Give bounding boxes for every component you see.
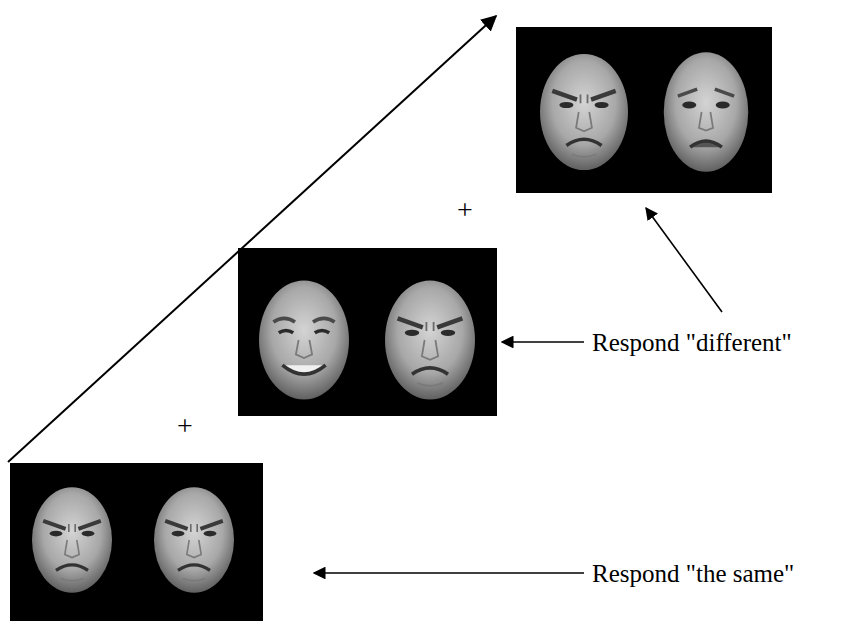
time-arrow (8, 16, 496, 462)
response-label: Respond "the same" (592, 560, 794, 588)
response-label: Respond "different" (592, 329, 792, 357)
fixation-cross: + (457, 195, 473, 226)
stimulus-frame (516, 27, 772, 193)
stimulus-frame (238, 248, 497, 416)
leader-arrow (314, 572, 584, 574)
stimulus-frame (10, 463, 263, 621)
leader-arrow (502, 341, 584, 343)
fixation-cross: + (177, 411, 193, 442)
leader-arrow (646, 208, 722, 312)
